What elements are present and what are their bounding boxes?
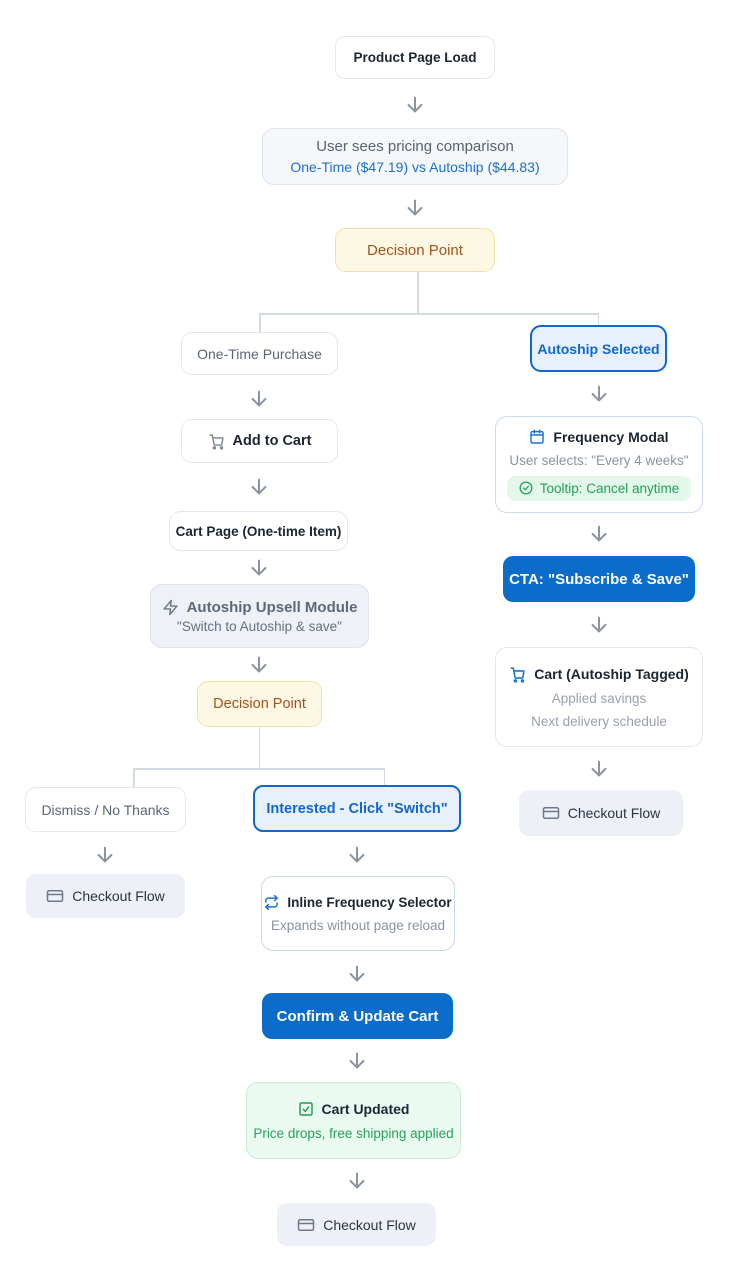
node-inline-frequency-selector: Inline Frequency Selector Expands withou… bbox=[261, 876, 455, 951]
pricing-title: User sees pricing comparison bbox=[316, 138, 514, 155]
arrow-down-icon bbox=[248, 475, 270, 499]
arrow-down-icon bbox=[248, 387, 270, 411]
node-upsell-module: Autoship Upsell Module "Switch to Autosh… bbox=[150, 584, 369, 648]
connector-line bbox=[133, 768, 385, 770]
node-interested-switch: Interested - Click "Switch" bbox=[253, 785, 461, 832]
zap-icon bbox=[162, 599, 179, 616]
check-square-icon bbox=[298, 1101, 314, 1117]
arrow-down-icon bbox=[404, 93, 426, 117]
node-frequency-modal: Frequency Modal User selects: "Every 4 w… bbox=[495, 416, 703, 513]
repeat-icon bbox=[264, 894, 279, 910]
connector-line bbox=[259, 313, 261, 332]
check-circle-icon bbox=[519, 481, 533, 495]
node-cart-updated: Cart Updated Price drops, free shipping … bbox=[246, 1082, 461, 1159]
arrow-down-icon bbox=[588, 522, 610, 546]
node-dismiss: Dismiss / No Thanks bbox=[25, 787, 186, 832]
credit-card-icon bbox=[297, 1216, 315, 1234]
node-cart-autoship-tagged: Cart (Autoship Tagged) Applied savings N… bbox=[495, 647, 703, 747]
node-label: Add to Cart bbox=[232, 433, 312, 449]
node-label: Checkout Flow bbox=[567, 805, 661, 821]
node-add-to-cart: Add to Cart bbox=[181, 419, 338, 463]
credit-card-icon bbox=[542, 804, 560, 822]
node-pricing-comparison: User sees pricing comparison One-Time ($… bbox=[262, 128, 568, 185]
node-confirm-update-cart: Confirm & Update Cart bbox=[262, 993, 453, 1039]
node-checkout-flow-left: Checkout Flow bbox=[26, 874, 185, 918]
node-label: Dismiss / No Thanks bbox=[41, 801, 170, 818]
node-label: Decision Point bbox=[213, 696, 306, 712]
node-line1: Applied savings bbox=[551, 690, 647, 706]
calendar-icon bbox=[529, 429, 545, 445]
connector-line bbox=[133, 768, 135, 787]
node-title: Cart (Autoship Tagged) bbox=[534, 666, 689, 682]
node-product-page-load: Product Page Load bbox=[335, 36, 495, 79]
pricing-subtitle: One-Time ($47.19) vs Autoship ($44.83) bbox=[290, 159, 540, 175]
node-cta-subscribe-save: CTA: "Subscribe & Save" bbox=[503, 556, 695, 602]
arrow-down-icon bbox=[404, 196, 426, 220]
arrow-down-icon bbox=[346, 962, 368, 986]
connector-line bbox=[258, 727, 260, 768]
node-title: Cart Updated bbox=[321, 1100, 410, 1117]
node-label: Autoship Selected bbox=[537, 340, 660, 357]
node-label: One-Time Purchase bbox=[197, 345, 322, 362]
node-label: Cart Page (One-time Item) bbox=[175, 523, 342, 539]
tooltip-text: Tooltip: Cancel anytime bbox=[539, 480, 680, 496]
node-subtitle: Expands without page reload bbox=[270, 917, 446, 933]
arrow-down-icon bbox=[94, 843, 116, 867]
node-label: Checkout Flow bbox=[323, 1216, 416, 1233]
connector-line bbox=[597, 313, 599, 325]
node-decision-point-2: Decision Point bbox=[197, 681, 322, 727]
node-label: CTA: "Subscribe & Save" bbox=[509, 570, 689, 588]
credit-card-icon bbox=[46, 887, 64, 905]
node-cart-page: Cart Page (One-time Item) bbox=[169, 511, 348, 551]
connector-line bbox=[259, 313, 599, 315]
node-title: Frequency Modal bbox=[553, 428, 669, 445]
node-subtitle: User selects: "Every 4 weeks" bbox=[509, 452, 689, 468]
connector-line bbox=[383, 768, 385, 785]
node-title: Inline Frequency Selector bbox=[287, 894, 452, 910]
node-checkout-flow-right: Checkout Flow bbox=[519, 790, 683, 836]
arrow-down-icon bbox=[588, 757, 610, 781]
node-title: Autoship Upsell Module bbox=[186, 598, 358, 616]
node-subtitle: "Switch to Autoship & save" bbox=[177, 618, 342, 634]
tooltip-pill: Tooltip: Cancel anytime bbox=[506, 475, 692, 501]
node-label: Product Page Load bbox=[353, 50, 477, 65]
node-autoship-selected: Autoship Selected bbox=[530, 325, 667, 372]
node-line2: Next delivery schedule bbox=[531, 713, 667, 729]
node-label: Checkout Flow bbox=[72, 888, 165, 904]
shopping-cart-icon bbox=[208, 433, 225, 450]
node-checkout-flow-bottom: Checkout Flow bbox=[277, 1203, 436, 1246]
arrow-down-icon bbox=[346, 1169, 368, 1193]
node-subtitle: Price drops, free shipping applied bbox=[253, 1125, 454, 1141]
node-one-time-purchase: One-Time Purchase bbox=[181, 332, 338, 375]
node-decision-point-1: Decision Point bbox=[335, 228, 495, 272]
node-label: Confirm & Update Cart bbox=[276, 1007, 439, 1025]
arrow-down-icon bbox=[346, 1049, 368, 1073]
node-label: Interested - Click "Switch" bbox=[266, 800, 448, 817]
arrow-down-icon bbox=[248, 556, 270, 580]
shopping-cart-icon bbox=[509, 666, 526, 683]
node-label: Decision Point bbox=[367, 241, 463, 259]
connector-line bbox=[417, 272, 419, 313]
arrow-down-icon bbox=[588, 613, 610, 637]
arrow-down-icon bbox=[248, 653, 270, 677]
arrow-down-icon bbox=[346, 843, 368, 867]
arrow-down-icon bbox=[588, 382, 610, 406]
